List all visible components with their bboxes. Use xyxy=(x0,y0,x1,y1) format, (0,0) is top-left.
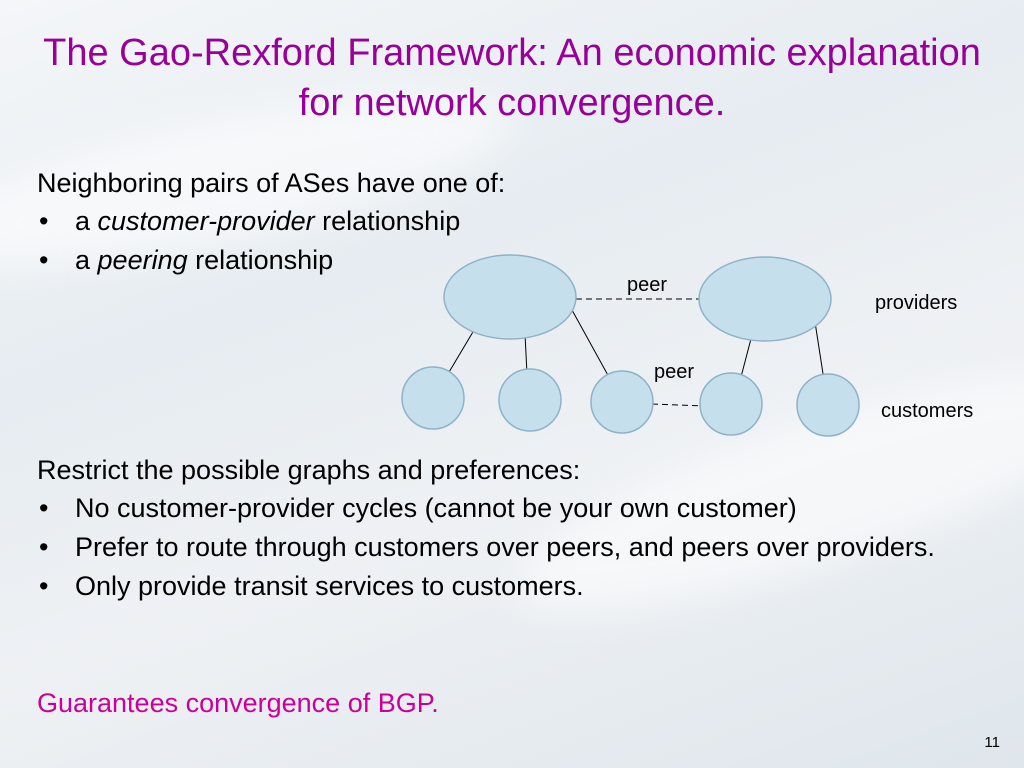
restriction-list: •No customer-provider cycles (cannot be … xyxy=(37,492,997,609)
peer-label-bottom: peer xyxy=(654,361,694,383)
customer-node xyxy=(590,370,654,434)
customers-label: customers xyxy=(881,400,973,422)
customer-node xyxy=(498,368,562,432)
customer-node xyxy=(699,372,763,436)
intro-heading: Neighboring pairs of ASes have one of: xyxy=(37,168,506,198)
slide-title: The Gao-Rexford Framework: An economic e… xyxy=(43,32,981,124)
relationship-item: •a peering relationship xyxy=(39,245,334,275)
bullet-dot: • xyxy=(39,206,49,236)
page-number: 11 xyxy=(984,734,1000,751)
guarantee-statement: Guarantees convergence of BGP. xyxy=(37,688,439,718)
restriction-item: •No customer-provider cycles (cannot be … xyxy=(39,493,797,523)
bullet-dot: • xyxy=(39,571,49,601)
restrict-heading: Restrict the possible graphs and prefere… xyxy=(37,455,581,485)
relationship-list: •a customer-provider relationship •a pee… xyxy=(37,205,460,283)
bullet-dot: • xyxy=(39,493,49,523)
customer-node xyxy=(401,366,465,430)
relationship-item: •a customer-provider relationship xyxy=(39,206,461,236)
restriction-item: •Prefer to route through customers over … xyxy=(39,532,935,562)
peer-label-top: peer xyxy=(627,274,667,296)
provider-node xyxy=(443,254,577,340)
bullet-dot: • xyxy=(39,245,49,275)
provider-node xyxy=(698,256,832,342)
providers-label: providers xyxy=(875,292,957,314)
restriction-item: •Only provide transit services to custom… xyxy=(39,571,584,601)
customer-node xyxy=(796,373,860,437)
bullet-dot: • xyxy=(39,532,49,562)
